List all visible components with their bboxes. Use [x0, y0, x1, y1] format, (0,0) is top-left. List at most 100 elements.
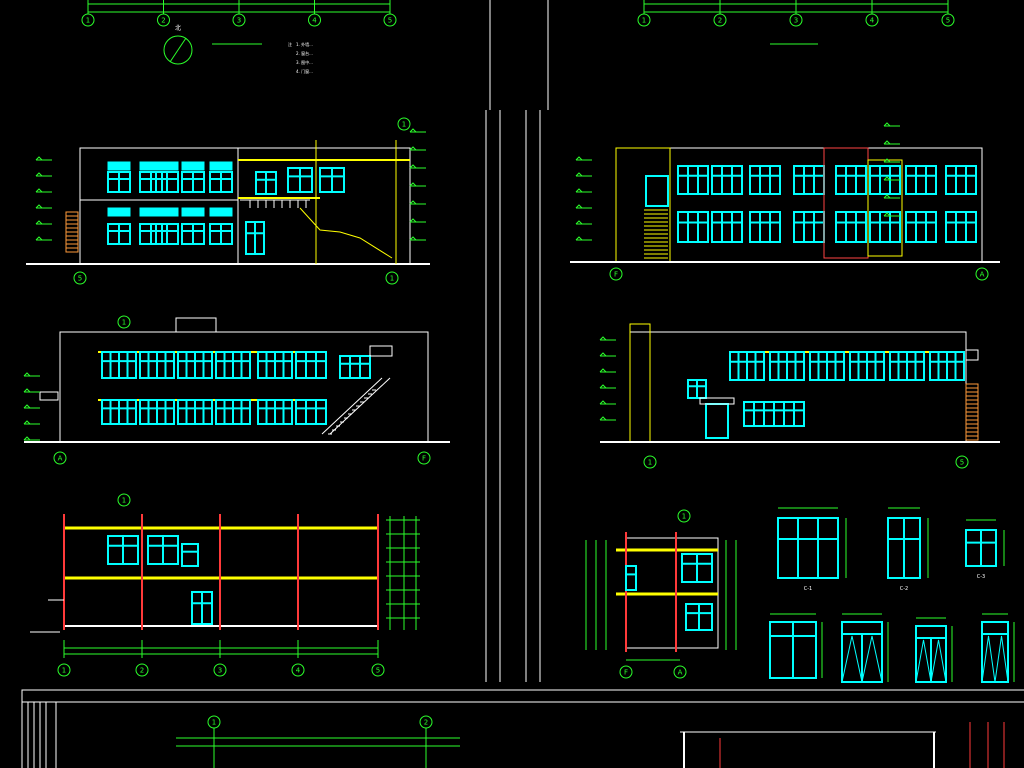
grid-bubble-f-bubble	[417, 451, 431, 465]
axis-tag-l-3-bubble	[232, 13, 246, 27]
window-head-band	[209, 207, 233, 217]
title-frame	[21, 689, 1024, 768]
door-swing	[994, 635, 1009, 683]
stair-string	[329, 377, 391, 435]
level-marker	[883, 122, 891, 127]
door-swing	[841, 635, 863, 683]
window-upper	[905, 165, 937, 195]
section-cut-marker-label: 1	[682, 513, 686, 521]
grid-bubble-5-bubble	[955, 455, 969, 469]
note-line-2: 2. 窗台...	[296, 50, 313, 56]
section-bubble-5-bubble	[371, 663, 385, 677]
grid-bubble-5-bubble	[73, 271, 87, 285]
door-type-1	[769, 613, 823, 679]
grid-bubble-5-label: 5	[960, 459, 964, 467]
grid-bubble-5-label: 5	[78, 275, 82, 283]
section-window-small	[625, 565, 637, 591]
stair-string	[321, 377, 383, 435]
plan-bubble-2-label: 2	[424, 719, 428, 727]
entrance-canopy	[699, 397, 735, 405]
axis-tag-r-5-bubble	[941, 13, 955, 27]
level-marker	[883, 212, 891, 217]
section-bubble-2-bubble	[135, 663, 149, 677]
window-head-band	[107, 207, 131, 217]
stair-profile	[299, 207, 393, 259]
window-type-2: C-2	[887, 507, 929, 592]
plan-bubble-1-bubble	[207, 715, 221, 729]
window-upper	[749, 165, 781, 195]
section-outline	[237, 147, 411, 265]
stair-window	[645, 175, 669, 207]
section-door	[181, 543, 199, 567]
window-upper	[835, 165, 867, 195]
axis-tag-r-4-label: 4	[870, 17, 875, 25]
axis-tag-l-5-label: 5	[388, 17, 392, 25]
window-lower	[773, 401, 805, 427]
north-label: 北	[175, 24, 181, 32]
level-marker	[575, 204, 583, 209]
grid-bubble-1b-label: 1	[390, 275, 394, 283]
window-head-band	[155, 207, 179, 217]
axis-tag-l-5-bubble	[383, 13, 397, 27]
grid-bubble-1-label: 1	[648, 459, 652, 467]
note-line-3: 3. 图中...	[296, 59, 313, 65]
level-marker	[599, 416, 607, 421]
level-marker	[883, 140, 891, 145]
roof-access	[965, 349, 979, 361]
grid-bubble-1-label: 1	[402, 121, 406, 129]
side-step	[39, 391, 59, 401]
note-line-4: 4. 门窗...	[296, 68, 313, 74]
level-marker	[23, 372, 31, 377]
axis-tag-l-4-label: 4	[312, 17, 317, 25]
section-cut-marker-bubble	[117, 493, 131, 507]
level-marker	[599, 352, 607, 357]
grid-bubble-f-label: F	[614, 271, 618, 279]
section-bubble-a-bubble	[673, 665, 687, 679]
axis-tag-l-1-bubble	[81, 13, 95, 27]
level-marker	[35, 204, 43, 209]
window-lower	[711, 211, 743, 243]
level-marker	[409, 200, 417, 205]
door-swing	[930, 639, 947, 683]
projection-bay-2	[867, 159, 903, 257]
window-type-label: C-1	[804, 586, 812, 592]
level-marker	[35, 236, 43, 241]
level-marker	[883, 176, 891, 181]
level-marker	[599, 368, 607, 373]
section-bubble-1-bubble	[57, 663, 71, 677]
section-bubble-f-bubble	[619, 665, 633, 679]
level-marker	[575, 220, 583, 225]
level-marker	[575, 172, 583, 177]
grid-bubble-1-bubble	[397, 117, 411, 131]
section-bubble-2-label: 2	[140, 667, 144, 675]
grid-bubble-f-bubble	[609, 267, 623, 281]
level-marker	[575, 236, 583, 241]
window-lower	[869, 211, 901, 243]
level-marker	[575, 188, 583, 193]
window-head-band	[181, 161, 205, 171]
axis-tag-r-2-label: 2	[718, 17, 722, 25]
door-type-2	[841, 613, 889, 683]
axis-tag-r-5-label: 5	[946, 17, 950, 25]
level-marker	[409, 146, 417, 151]
level-marker	[883, 194, 891, 199]
window-upper	[295, 351, 327, 379]
axis-tag-r-3-label: 3	[794, 17, 798, 25]
grid-bubble-a-bubble	[53, 451, 67, 465]
grid-bubble-1b-bubble	[385, 271, 399, 285]
window-head-band	[107, 161, 131, 171]
north-arrow: 北	[163, 24, 193, 65]
level-marker	[599, 400, 607, 405]
grid-bubble-a-label: A	[58, 455, 63, 463]
window-type-label: C-2	[900, 586, 908, 592]
level-marker	[23, 404, 31, 409]
level-marker	[599, 336, 607, 341]
